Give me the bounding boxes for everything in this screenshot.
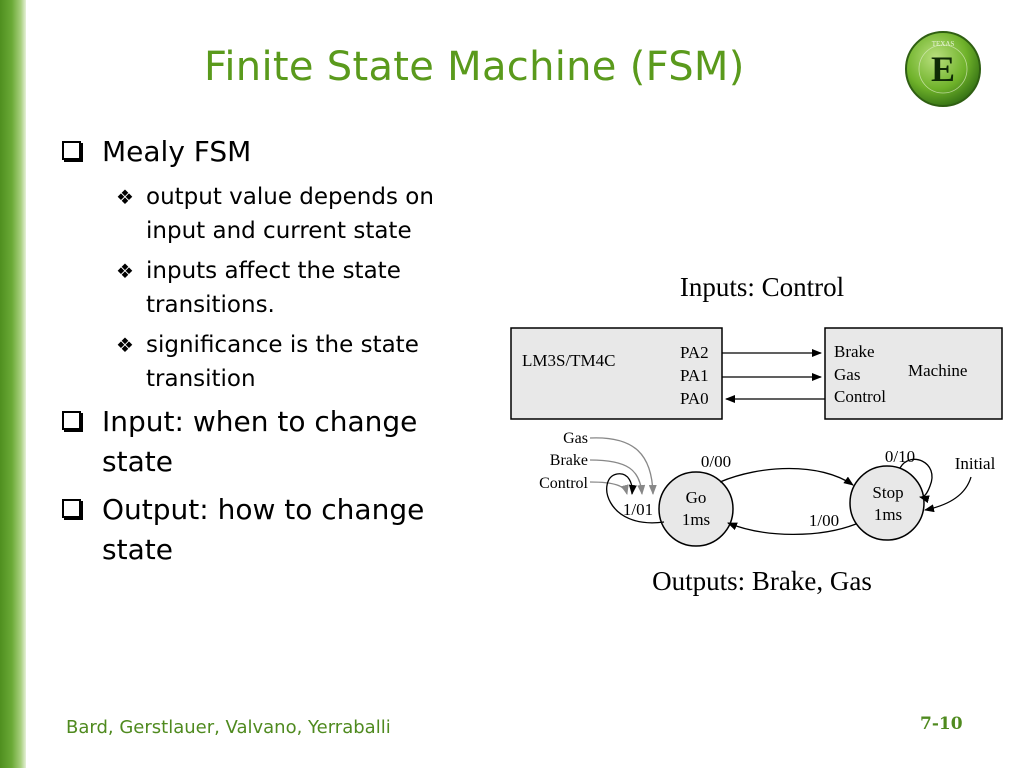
- outputs-caption: Outputs: Brake, Gas: [652, 566, 872, 596]
- bullet-output: Output: how to change state: [62, 490, 492, 570]
- transition-label-go-self: 1/01: [623, 500, 653, 519]
- port-label: PA0: [680, 389, 709, 408]
- texas-e-logo: TEXAS E: [905, 31, 981, 107]
- machine-input-label: Gas: [834, 365, 860, 384]
- bullet-list: Mealy FSM ❖ output value depends on inpu…: [62, 132, 492, 578]
- bullet-text: Input: when to change state: [102, 405, 418, 478]
- square-bullet-icon: [62, 411, 81, 430]
- sub-bullet-text: output value depends on input and curren…: [146, 184, 434, 244]
- footer-authors: Bard, Gerstlauer, Valvano, Yerraballi: [66, 717, 391, 738]
- legend-pointer-brake: [589, 459, 646, 495]
- state-go: [658, 471, 734, 547]
- sub-bullet: ❖ output value depends on input and curr…: [62, 180, 492, 248]
- state-stop-time: 1ms: [874, 505, 902, 524]
- sub-bullet: ❖ inputs affect the state transitions.: [62, 254, 492, 322]
- sub-bullet: ❖ significance is the state transition: [62, 328, 492, 396]
- controller-label: LM3S/TM4C: [522, 351, 616, 370]
- legend-pointer-control: [589, 481, 629, 495]
- transition-go-self-loop: [606, 473, 665, 524]
- bullet-text: Mealy FSM: [102, 135, 252, 168]
- transition-label-go-to-stop: 0/00: [701, 452, 731, 471]
- initial-label: Initial: [955, 454, 996, 473]
- logo-ring-text: TEXAS: [932, 40, 955, 48]
- square-bullet-icon: [62, 141, 81, 160]
- page-number: 7-10: [920, 714, 963, 734]
- port-label: PA2: [680, 343, 709, 362]
- sub-bullet-text: inputs affect the state transitions.: [146, 258, 401, 318]
- state-go-time: 1ms: [682, 510, 710, 529]
- left-accent-bar: [0, 0, 26, 768]
- legend-label: Gas: [563, 430, 588, 447]
- transition-label-stop-to-go: 1/00: [809, 511, 839, 530]
- port-label: PA1: [680, 366, 709, 385]
- transition-stop-self-loop: [899, 458, 933, 504]
- legend-label: Control: [539, 475, 588, 492]
- transition-go-to-stop: [719, 467, 854, 486]
- legend-label: Brake: [550, 452, 588, 469]
- controller-box: [510, 327, 723, 420]
- machine-box: [824, 327, 1003, 420]
- diamond-bullet-icon: ❖: [116, 259, 134, 283]
- slide-title: Finite State Machine (FSM): [204, 44, 745, 90]
- diamond-bullet-icon: ❖: [116, 333, 134, 357]
- bullet-input: Input: when to change state: [62, 402, 492, 482]
- sub-bullet-text: significance is the state transition: [146, 332, 419, 392]
- bullet-mealy: Mealy FSM: [62, 132, 492, 172]
- transition-stop-to-go: [727, 522, 857, 536]
- logo-letter: E: [931, 49, 955, 89]
- transition-label-stop-self: 0/10: [885, 447, 915, 466]
- machine-label: Machine: [908, 361, 967, 380]
- inputs-caption: Inputs: Control: [680, 272, 844, 302]
- machine-input-label: Brake: [834, 342, 875, 361]
- state-go-name: Go: [686, 488, 707, 507]
- square-bullet-icon: [62, 499, 81, 518]
- state-stop-name: Stop: [872, 483, 903, 502]
- machine-input-label: Control: [834, 387, 886, 406]
- bullet-text: Output: how to change state: [102, 493, 425, 566]
- diamond-bullet-icon: ❖: [116, 185, 134, 209]
- initial-arrow: [924, 476, 972, 513]
- state-stop: [849, 465, 925, 541]
- legend-pointer-gas: [589, 437, 657, 495]
